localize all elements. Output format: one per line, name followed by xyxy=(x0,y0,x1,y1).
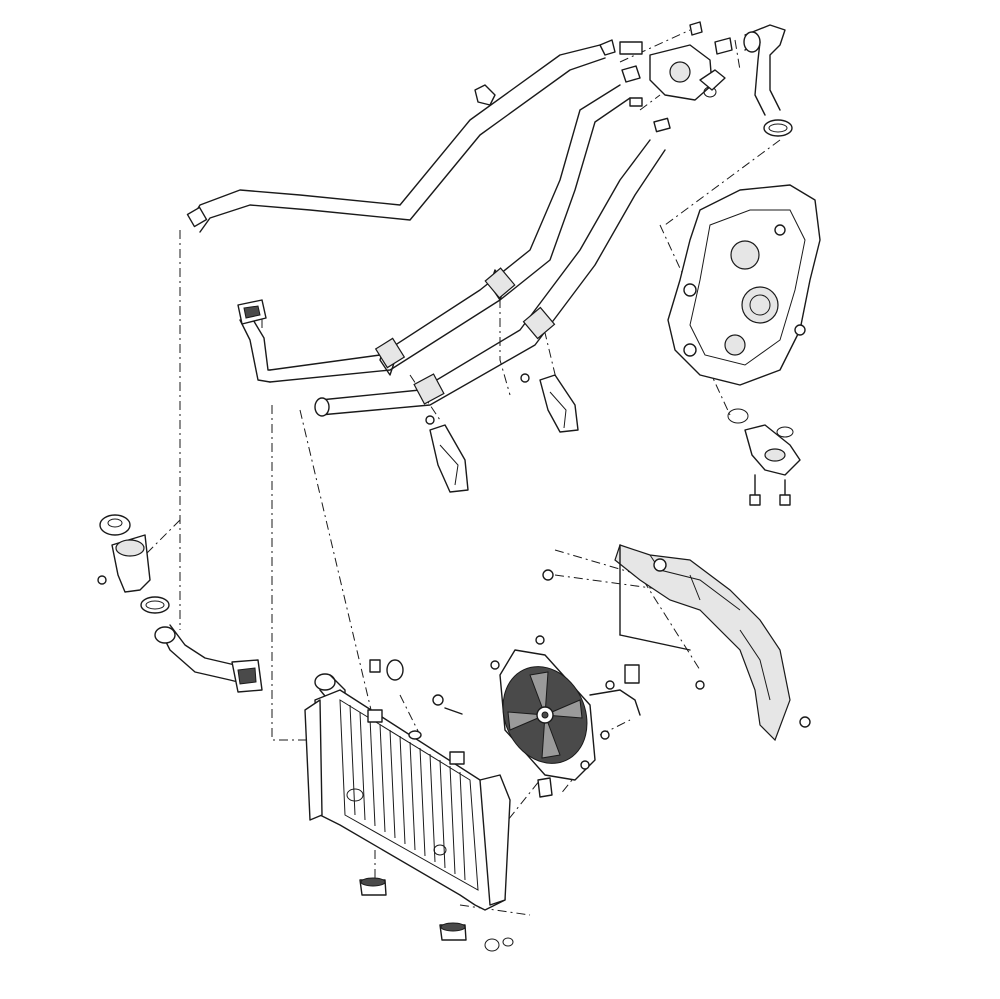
lower-coolant-hose xyxy=(314,139,666,417)
main-coolant-hose xyxy=(269,84,631,383)
lower-radiator-hose xyxy=(154,624,263,693)
hose-brackets xyxy=(425,373,579,493)
hose-clamp-small xyxy=(474,84,496,106)
radiator-filler-neck xyxy=(97,514,170,614)
water-pump-hose xyxy=(743,24,793,137)
upper-bypass-hose xyxy=(186,44,606,233)
thermostat-housing xyxy=(599,21,733,133)
crankcase-cover xyxy=(667,184,821,386)
fan-shroud-panel xyxy=(542,544,811,742)
left-hose-elbow xyxy=(237,299,271,383)
radiator xyxy=(304,689,511,911)
radiator-mounts xyxy=(359,659,514,952)
cooling-fan xyxy=(490,635,641,798)
water-pump-cover xyxy=(727,408,801,506)
